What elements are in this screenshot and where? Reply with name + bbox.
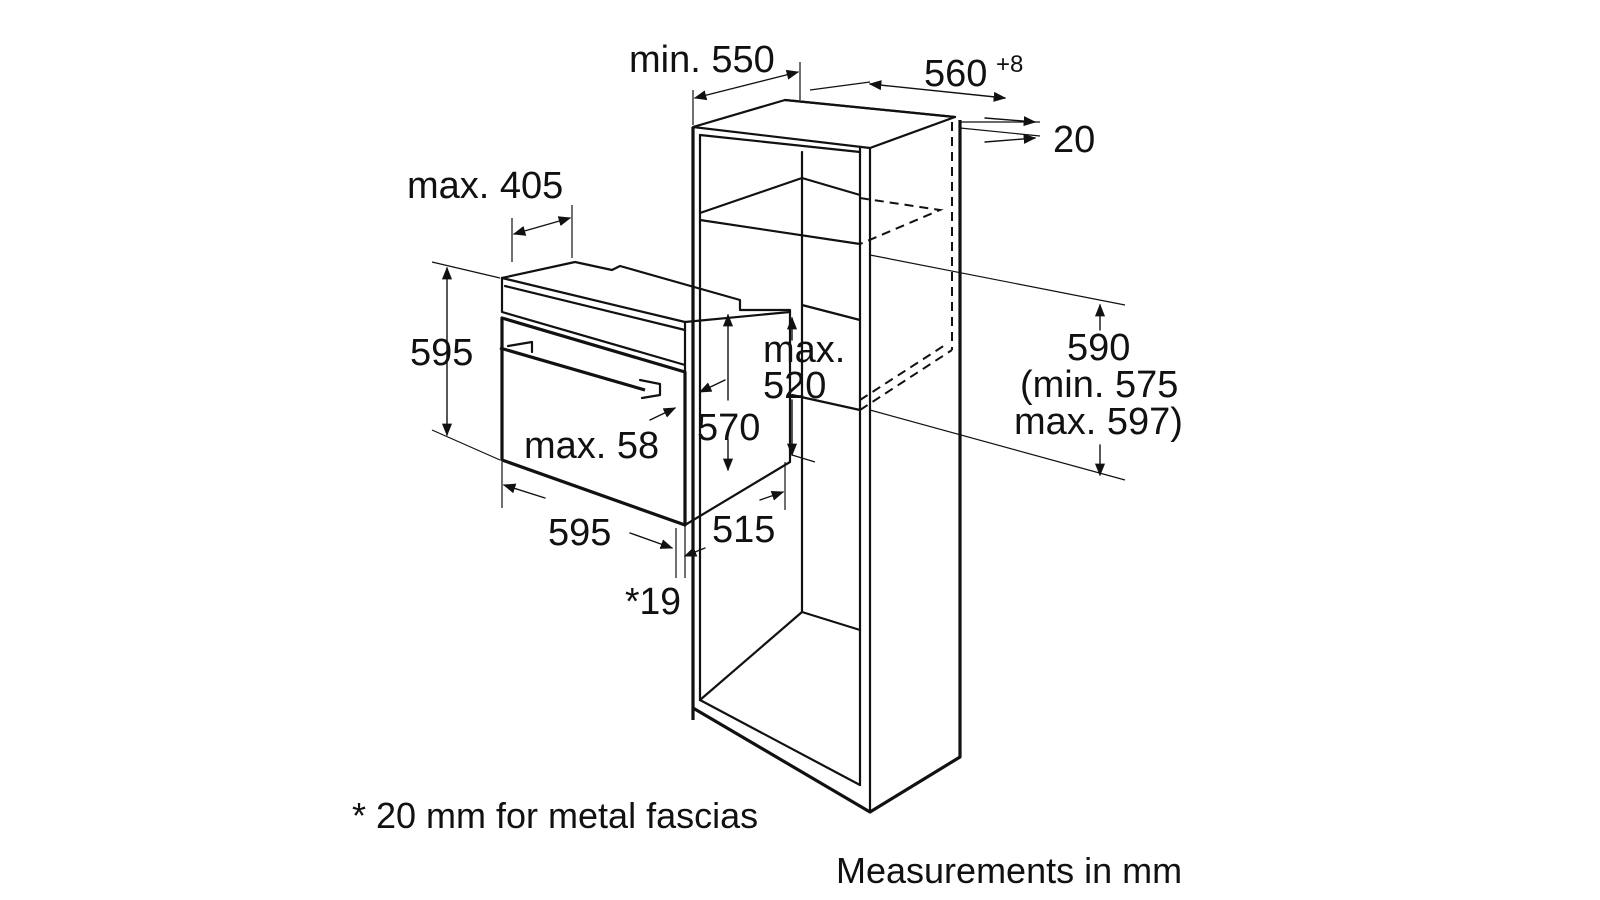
note-metal-fascias: * 20 mm for metal fascias	[352, 795, 758, 836]
dim-max-597: max. 597)	[1014, 401, 1183, 443]
dim-max-label: max.	[763, 329, 845, 371]
dim-min-575: (min. 575	[1020, 364, 1178, 406]
dim-19: *19	[625, 581, 681, 623]
built-in-oven	[499, 260, 792, 527]
tall-cabinet	[691, 98, 962, 814]
dimension-lines	[431, 62, 1126, 578]
dim-595-height: 595	[410, 332, 473, 374]
note-units: Measurements in mm	[836, 850, 1182, 891]
dim-560-tolerance: +8	[996, 51, 1023, 78]
dim-520: 520	[763, 365, 826, 407]
dim-20: 20	[1053, 119, 1095, 161]
dim-max-58: max. 58	[524, 425, 659, 467]
dim-570: 570	[697, 407, 760, 449]
dim-595-width: 595	[548, 512, 611, 554]
dim-590: 590	[1067, 327, 1130, 369]
dim-560: 560	[924, 53, 987, 95]
dim-515: 515	[712, 509, 775, 551]
dim-max-405: max. 405	[407, 165, 563, 207]
dim-min-550: min. 550	[629, 39, 775, 81]
